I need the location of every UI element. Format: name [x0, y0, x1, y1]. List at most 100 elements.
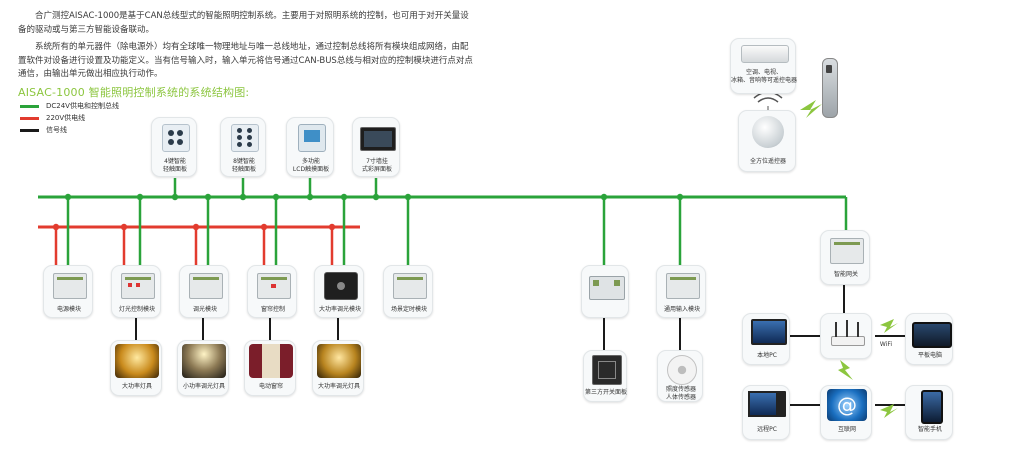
- legend-item-signal: 信号线: [20, 124, 119, 136]
- bus-swatch: [20, 104, 39, 108]
- curtain-icon: [249, 344, 293, 378]
- wifi-router: [820, 313, 872, 359]
- module-high-power-dimmer: 大功率调光模块: [314, 265, 364, 318]
- panel-label: 多功能 LCD触摸面板: [292, 158, 330, 173]
- legend-item-power: 220V供电线: [20, 112, 119, 124]
- lcd-panel-icon: [298, 124, 326, 152]
- device-label: 智能网关: [833, 271, 858, 278]
- ceiling-lamp-icon: [182, 344, 226, 378]
- legend-label: DC24V供电和控制总线: [46, 102, 119, 110]
- ir-blaster-icon: [752, 116, 784, 148]
- module-power: 电源模块: [43, 265, 93, 318]
- module-scene-timer: 场景定时模块: [383, 265, 433, 318]
- intro-text: 合广测控AISAC-1000是基于CAN总线型式的智能照明控制系统。主要用于对照…: [18, 10, 473, 86]
- desktop-icon: [748, 391, 778, 417]
- device-label: 本地PC: [757, 352, 777, 359]
- panel-label: 7寸墙挂 式彩屏面板: [361, 158, 392, 173]
- load-motorized-curtain: 电动窗帘: [244, 340, 296, 396]
- load-label: 小功率调光灯具: [182, 383, 225, 390]
- interface-module-icon: [589, 276, 625, 300]
- power-swatch: [20, 116, 39, 120]
- local-pc: 本地PC: [742, 313, 790, 365]
- legend: DC24V供电和控制总线 220V供电线 信号线: [20, 100, 119, 136]
- intro-paragraph-2: 系统所有的单元器件（除电源外）均有全球唯一物理地址与唯一总线地址，通过控制总线将…: [18, 42, 473, 79]
- tablet: 平板电脑: [905, 313, 953, 365]
- panel-label: 8键智能 轻触面板: [231, 158, 256, 173]
- signal-swatch: [20, 128, 39, 132]
- device-label: 互联网: [837, 426, 856, 433]
- module-label: 窗帘控制: [260, 306, 285, 313]
- legend-item-bus: DC24V供电和控制总线: [20, 100, 119, 112]
- 8key-panel-icon: [231, 124, 259, 152]
- internet-icon: @: [827, 389, 867, 421]
- module-icon: [666, 273, 700, 299]
- module-label: 大功率调光模块: [318, 306, 361, 313]
- chandelier-icon: [317, 344, 361, 378]
- module-label: 通用输入模块: [663, 306, 700, 313]
- panel-8key: 8键智能 轻触面板: [220, 117, 266, 177]
- tablet-icon: [912, 322, 952, 348]
- panel-label: 4键智能 轻触面板: [162, 158, 187, 173]
- air-conditioner-icon: [741, 45, 789, 63]
- sensor-icon: [667, 355, 697, 385]
- load-high-power-fixture: 大功率灯具: [110, 340, 162, 396]
- device-label: 远程PC: [757, 426, 777, 433]
- module-icon: [189, 273, 223, 299]
- intro-paragraph-1: 合广测控AISAC-1000是基于CAN总线型式的智能照明控制系统。主要用于对照…: [18, 11, 469, 35]
- ir-controlled-appliance: 空调、电视、 冰箱、音响等可遥控电器: [730, 38, 798, 94]
- load-dimmable-fixture: 小功率调光灯具: [177, 340, 229, 396]
- remote-control-icon: [822, 58, 838, 118]
- smartphone: 智能手机: [905, 385, 953, 440]
- device-label: 第三方开关面板: [584, 389, 627, 396]
- monitor-icon: [751, 319, 787, 345]
- module-label: 调光模块: [192, 306, 217, 313]
- third-party-switch-panel: 第三方开关面板: [583, 350, 627, 402]
- 4key-panel-icon: [162, 124, 190, 152]
- device-label: 平板电脑: [917, 352, 942, 359]
- third-party-interface-module: [581, 265, 629, 318]
- remote-pc: 远程PC: [742, 385, 790, 440]
- module-power-drops: [54, 227, 334, 265]
- signal-lines: [135, 285, 905, 406]
- device-label: 照度传感器 人体传感器: [665, 386, 696, 401]
- module-dimmer: 调光模块: [179, 265, 229, 318]
- device-label: 空调、电视、 冰箱、音响等可遥控电器: [731, 69, 798, 84]
- module-icon: [393, 273, 427, 299]
- wifi-label: WiFi: [879, 341, 893, 348]
- wireless-bolts: [800, 100, 898, 418]
- module-label: 电源模块: [56, 306, 81, 313]
- legend-label: 220V供电线: [46, 114, 86, 122]
- diagram-title: AISAC-1000 智能照明控制系统的系统结构图:: [18, 86, 250, 99]
- module-light-control: 灯光控制模块: [111, 265, 161, 318]
- gateway-icon: [830, 238, 864, 264]
- omni-ir-controller: 全方位遥控器: [738, 110, 796, 172]
- phone-icon: [921, 390, 943, 424]
- chandelier-icon: [115, 344, 159, 378]
- internet: @ 互联网: [820, 385, 872, 440]
- smart-gateway: 智能网关: [820, 230, 870, 285]
- module-icon: [53, 273, 87, 299]
- panel-7inch: 7寸墙挂 式彩屏面板: [352, 117, 400, 177]
- touchscreen-icon: [360, 127, 396, 151]
- module-icon: [121, 273, 155, 299]
- panel-4key: 4键智能 轻触面板: [151, 117, 197, 177]
- device-label: 全方位遥控器: [749, 158, 786, 165]
- module-icon: [257, 273, 291, 299]
- module-bus-drops: [66, 197, 848, 265]
- bus-junctions: [64, 193, 684, 201]
- sensor: 照度传感器 人体传感器: [657, 350, 703, 402]
- module-label: 灯光控制模块: [118, 306, 155, 313]
- module-icon: [324, 272, 358, 300]
- legend-label: 信号线: [46, 126, 67, 134]
- load-label: 大功率调光灯具: [317, 383, 360, 390]
- device-label: 智能手机: [917, 426, 942, 433]
- switch-panel-icon: [592, 355, 622, 385]
- panel-lcd: 多功能 LCD触摸面板: [286, 117, 334, 177]
- power-junctions: [52, 223, 336, 231]
- module-curtain: 窗帘控制: [247, 265, 297, 318]
- load-label: 大功率灯具: [121, 383, 152, 390]
- module-label: 场景定时模块: [390, 306, 427, 313]
- load-label: 电动窗帘: [258, 383, 283, 390]
- load-high-power-dimmable-fixture: 大功率调光灯具: [312, 340, 364, 396]
